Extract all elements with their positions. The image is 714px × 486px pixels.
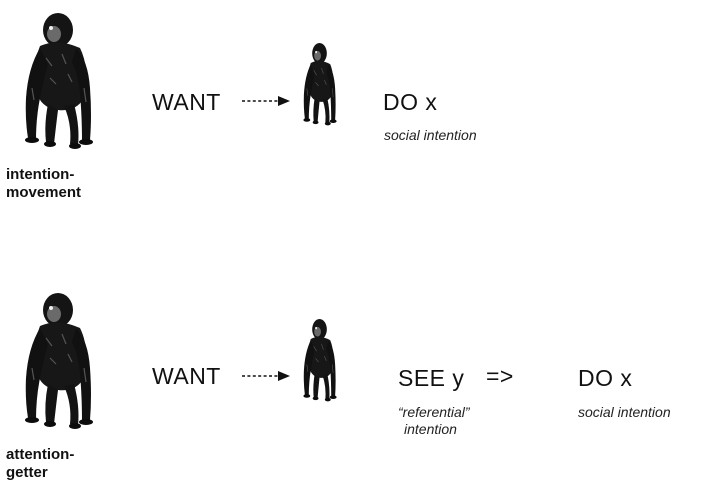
implies-symbol: => [486, 363, 514, 389]
referential-intention-note: “referential” intention [398, 404, 470, 438]
want-term: WANT [152, 363, 221, 389]
do-term: DO x [383, 89, 438, 115]
dashed-arrow-icon [242, 370, 291, 382]
note-line: “referential” [398, 404, 470, 420]
chimpanzee-icon [303, 318, 337, 402]
caption-line: movement [6, 184, 82, 201]
panel-caption: intention- movement [6, 166, 81, 202]
caption-line: intention- [6, 166, 75, 183]
see-term: SEE y [398, 365, 465, 391]
chimpanzee-icon [24, 292, 94, 430]
dashed-arrow-icon [242, 95, 291, 107]
want-term: WANT [152, 89, 221, 115]
chimpanzee-icon [303, 42, 337, 126]
social-intention-note: social intention [384, 127, 477, 143]
panel-caption: attention- getter [6, 446, 74, 482]
do-term: DO x [578, 365, 633, 391]
caption-line: getter [6, 464, 48, 481]
chimpanzee-icon [24, 12, 94, 150]
social-intention-note: social intention [578, 404, 671, 420]
caption-line: attention- [6, 446, 75, 463]
note-line: intention [404, 421, 457, 437]
